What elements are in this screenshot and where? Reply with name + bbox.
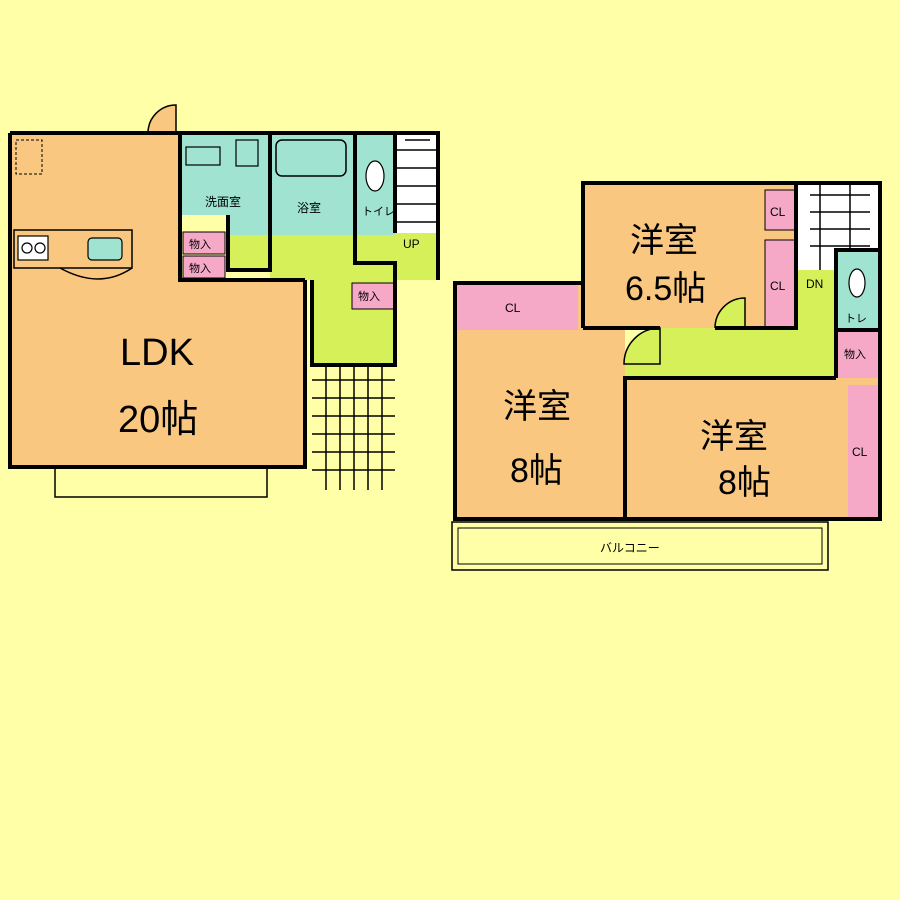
washroom-label: 洗面室 — [205, 194, 241, 209]
sink-icon — [87, 237, 123, 261]
room-a-size: 6.5帖 — [625, 270, 706, 308]
floor-1: LDK 20帖 洗面室 浴室 トイレ 物入 物入 物入 UP — [8, 104, 440, 498]
hallway-1f — [230, 233, 438, 365]
closet-b — [455, 283, 578, 330]
storage-a-label: 物入 — [189, 237, 211, 251]
stairs-up-label: UP — [403, 237, 420, 251]
stairs-1f — [395, 133, 438, 233]
storage-a — [182, 231, 226, 255]
toilet-2f-icon — [848, 268, 866, 298]
closet-b-label: CL — [505, 301, 521, 315]
floor-2: 洋室 6.5帖 洋室 8帖 洋室 8帖 CL CL CL CL トレ 物入 DN… — [451, 181, 882, 571]
ldk-room — [10, 133, 305, 467]
stove-icon — [17, 235, 49, 261]
storage-2f-label: 物入 — [844, 347, 866, 361]
room-c — [625, 378, 880, 519]
balcony-label: バルコニー — [600, 541, 660, 555]
appliance-icon — [15, 139, 43, 175]
closet-a2-label: CL — [770, 279, 786, 293]
hallway-2f — [625, 270, 836, 378]
storage-c-label: 物入 — [358, 289, 380, 303]
closet-c — [848, 385, 880, 519]
bathroom-label: 浴室 — [297, 200, 321, 215]
closet-c-label: CL — [852, 445, 868, 459]
toilet-label: トイレ — [362, 206, 395, 218]
stairs-down-label: DN — [806, 277, 823, 291]
storage-c — [351, 282, 396, 310]
closet-a2 — [764, 239, 797, 329]
ldk-size-label: 20帖 — [118, 399, 198, 441]
bathtub-icon — [275, 139, 347, 177]
room-c-size: 8帖 — [718, 464, 771, 502]
toilet-2f-label: トレ — [845, 313, 867, 325]
balcony — [451, 521, 829, 571]
storage-2f — [836, 330, 880, 378]
room-b-size: 8帖 — [510, 452, 563, 490]
entrance-grid — [312, 365, 395, 490]
room-a-name: 洋室 — [630, 222, 698, 260]
ldk-name-label: LDK — [120, 332, 194, 374]
room-c-name: 洋室 — [700, 418, 768, 456]
storage-b-label: 物入 — [189, 261, 211, 275]
toilet-icon — [365, 160, 385, 192]
room-b-name: 洋室 — [503, 388, 571, 426]
closet-a1-label: CL — [770, 205, 786, 219]
closet-a1 — [764, 189, 797, 231]
